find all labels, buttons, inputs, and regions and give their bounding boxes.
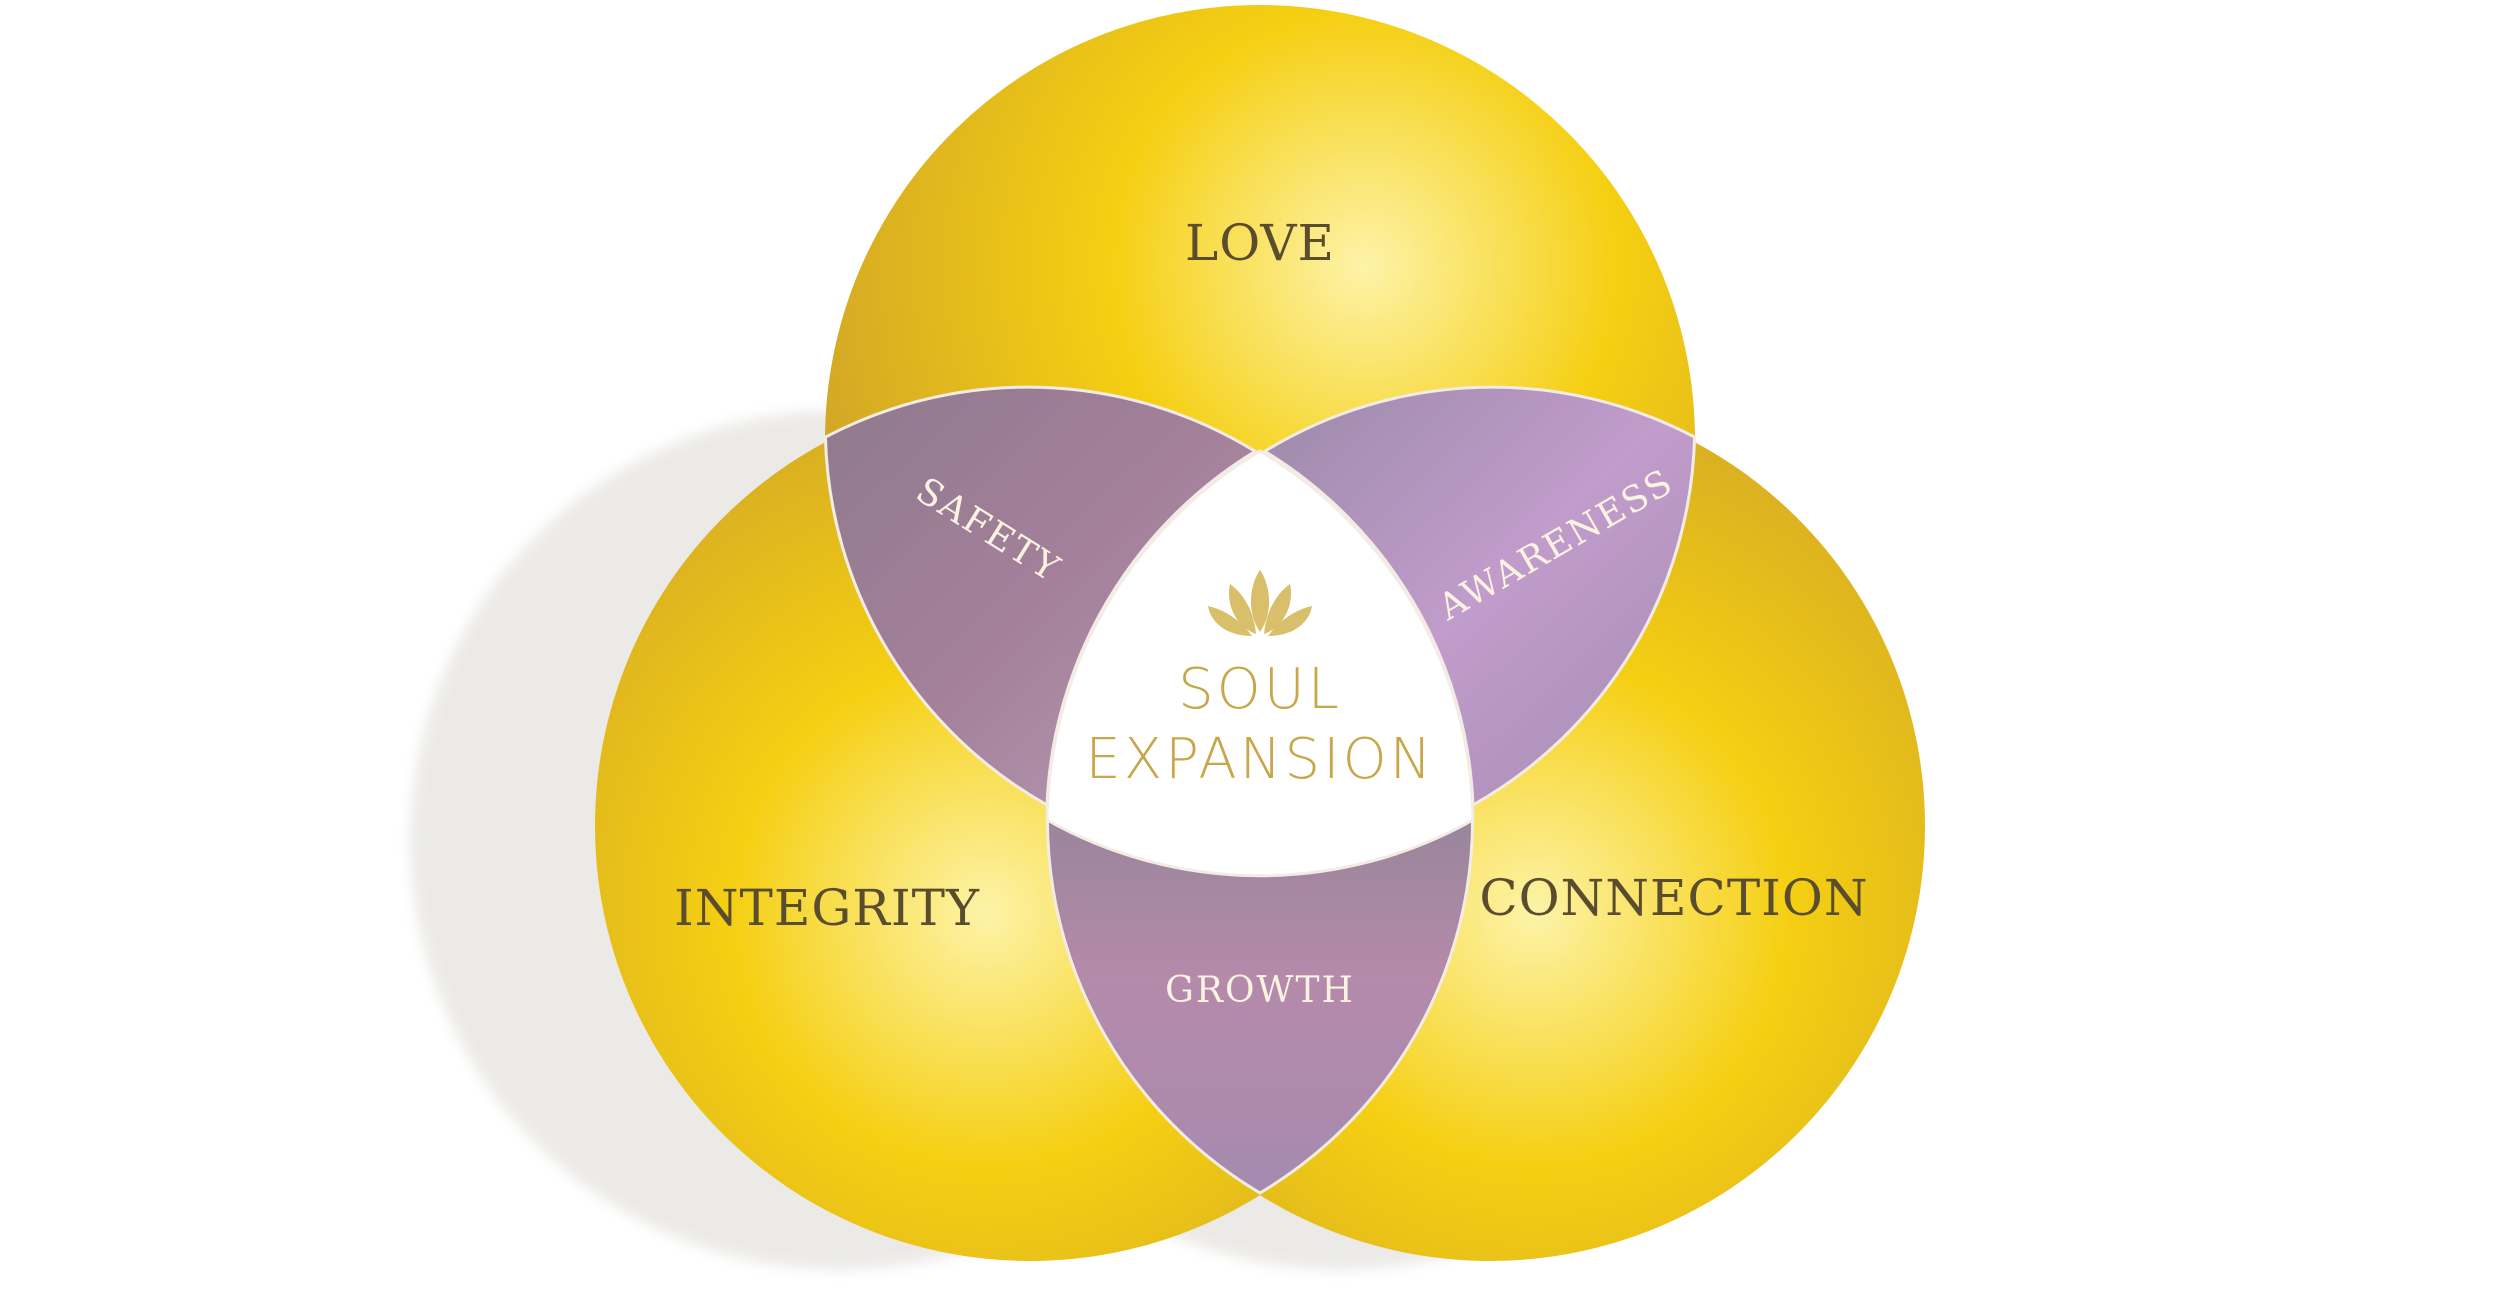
center-soul-expansion [1045,449,1475,878]
center-line1: SOUL [1178,657,1342,722]
label-growth: GROWTH [1165,970,1355,1011]
label-connection: CONNECTION [1479,869,1868,927]
label-integrity: INTEGRITY [674,879,980,937]
label-love: LOVE [1185,214,1335,272]
lotus-icon [1208,570,1312,636]
center-line2: EXPANSION [1085,727,1434,792]
